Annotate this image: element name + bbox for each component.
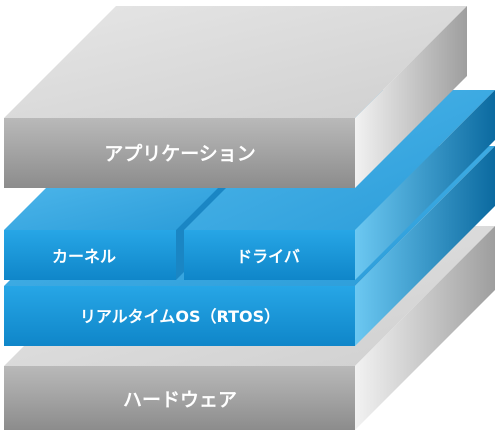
application-top-face <box>4 6 467 118</box>
rtos-front-face <box>4 286 355 346</box>
kernel-top-face <box>4 176 230 230</box>
application-side-face <box>355 6 467 188</box>
rtos-side-face <box>355 146 495 346</box>
driver-label: ドライバ <box>236 247 300 266</box>
driver-side-face <box>355 90 495 280</box>
rtos-label: リアルタイムOS（RTOS） <box>80 307 280 326</box>
application-label: アプリケーション <box>104 142 256 165</box>
hardware-side-face <box>355 226 495 430</box>
driver-front-face <box>184 230 355 280</box>
kernel-front-face <box>4 230 176 280</box>
application-front-face <box>4 118 355 188</box>
hardware-label: ハードウェア <box>123 389 237 411</box>
kernel-label: カーネル <box>52 247 116 266</box>
hardware-front-face <box>4 366 355 430</box>
application-layer: アプリケーション <box>4 6 467 188</box>
